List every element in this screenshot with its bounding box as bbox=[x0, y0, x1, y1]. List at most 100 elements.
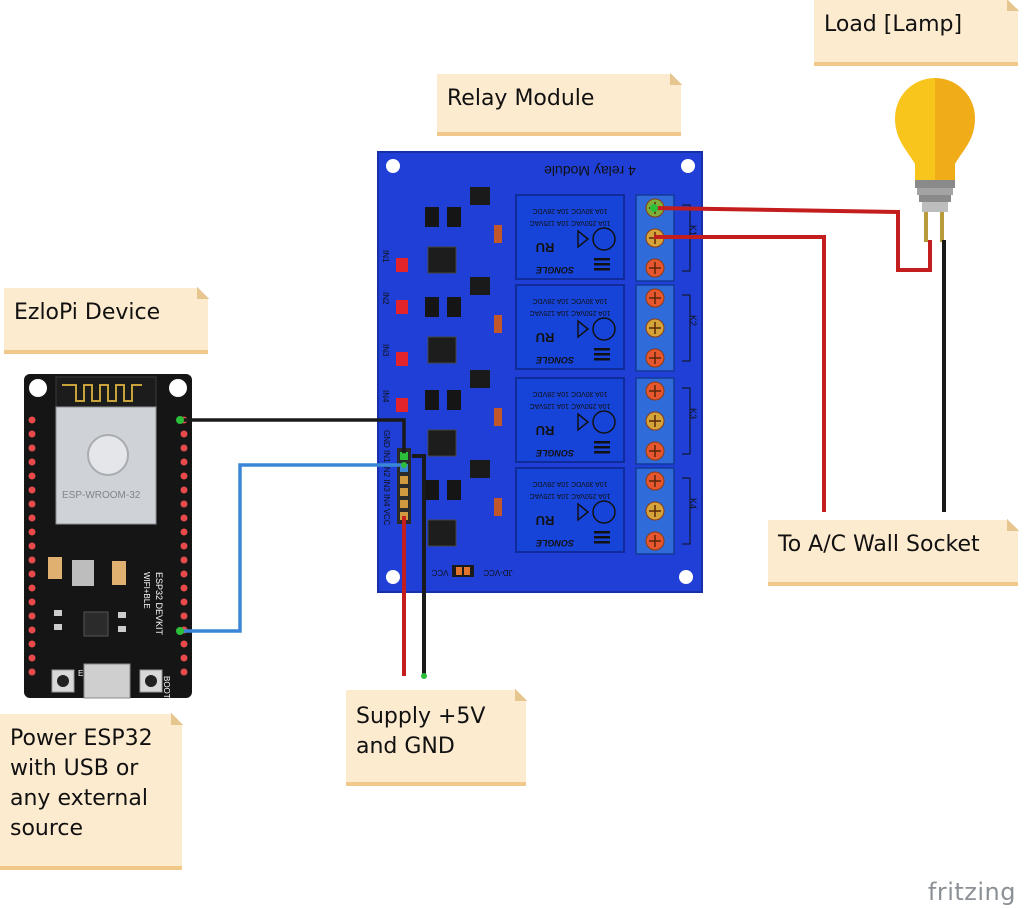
relay-rating: 10A 30VDC 10A 28VDC bbox=[532, 480, 607, 487]
channel-bracket bbox=[682, 387, 691, 455]
wires bbox=[176, 204, 946, 679]
relay-brand: SONGLE bbox=[535, 538, 574, 548]
esp-pin bbox=[180, 472, 188, 480]
note-text: Load [Lamp] bbox=[824, 12, 963, 37]
jumper-vcc-label: VCC bbox=[431, 568, 448, 577]
espressif-logo-icon bbox=[87, 434, 129, 476]
ru-mark: RU bbox=[536, 513, 555, 528]
esp-pin bbox=[28, 528, 36, 536]
ru-mark: RU bbox=[536, 240, 555, 255]
esp-pin bbox=[28, 570, 36, 578]
smd-part bbox=[447, 297, 461, 317]
logo-stripe bbox=[594, 348, 610, 351]
logo-stripe bbox=[594, 451, 610, 454]
relay-channel-label: K2 bbox=[688, 315, 698, 326]
input-led bbox=[396, 352, 408, 366]
board-name: ESP32 DEVKIT bbox=[154, 572, 164, 636]
vcc-jumper bbox=[452, 565, 474, 577]
esp-pin bbox=[180, 542, 188, 550]
mount-hole bbox=[386, 159, 400, 173]
esp-pin bbox=[28, 598, 36, 606]
relay-rating: 10A 250VAC 10A 125VAC bbox=[529, 492, 610, 499]
note-load-lamp: Load [Lamp] bbox=[814, 0, 1019, 66]
smd-part bbox=[447, 207, 461, 227]
esp-pin bbox=[28, 654, 36, 662]
optocoupler bbox=[427, 429, 457, 457]
note-text: Supply +5V and GND bbox=[356, 704, 486, 759]
esp-pin bbox=[28, 472, 36, 480]
cqc-mark-icon bbox=[592, 317, 616, 341]
esp-pin bbox=[180, 640, 188, 648]
wire-relay-no-to-socket bbox=[654, 235, 826, 512]
logo-stripe bbox=[594, 531, 610, 534]
header-pin-labels: GND IN1 IN2 IN3 IN4 VCC bbox=[382, 430, 391, 526]
cqc-mark-icon bbox=[592, 227, 616, 251]
esp-left-pin-header bbox=[28, 416, 36, 676]
note-power-esp32: Power ESP32 with USB or any external sou… bbox=[0, 713, 183, 870]
wire-relay-com-to-lamp bbox=[653, 206, 932, 272]
input-label: IN4 bbox=[381, 390, 390, 403]
transistor bbox=[470, 277, 490, 295]
logo-stripe bbox=[594, 263, 610, 266]
relay-channel-label: K4 bbox=[688, 498, 698, 509]
logo-stripe bbox=[594, 441, 610, 444]
boot-label: BOOT bbox=[162, 676, 171, 699]
esp-pin bbox=[180, 570, 188, 578]
logo-stripe bbox=[594, 446, 610, 449]
transistor bbox=[470, 187, 490, 205]
esp-pin bbox=[28, 500, 36, 508]
en-button-cap bbox=[57, 675, 69, 687]
triangle-mark-icon bbox=[577, 412, 590, 432]
wire-signal-blue bbox=[180, 463, 404, 633]
mount-hole bbox=[679, 570, 693, 584]
esp-pin bbox=[28, 430, 36, 438]
esp-pin bbox=[28, 584, 36, 592]
smd-part bbox=[425, 390, 439, 410]
input-label: IN2 bbox=[381, 292, 390, 305]
esp-pin bbox=[28, 556, 36, 564]
note-supply: Supply +5V and GND bbox=[346, 689, 527, 786]
esp-pin bbox=[180, 458, 188, 466]
esp-pin bbox=[28, 640, 36, 648]
relay-board-title: 4 relay Module bbox=[544, 163, 636, 179]
logo-stripe bbox=[594, 541, 610, 544]
relay-rating: 10A 30VDC 10A 28VDC bbox=[532, 390, 607, 397]
transistor bbox=[470, 370, 490, 388]
fritzing-logo: fritzing bbox=[927, 878, 1016, 906]
smd-part bbox=[447, 480, 461, 500]
cqc-mark-icon bbox=[592, 500, 616, 524]
input-led bbox=[396, 258, 408, 272]
optocoupler bbox=[427, 246, 457, 274]
relay-rating: 10A 30VDC 10A 28VDC bbox=[532, 297, 607, 304]
esp-pin bbox=[28, 612, 36, 620]
esp-pin bbox=[180, 430, 188, 438]
esp-pin bbox=[28, 416, 36, 424]
board-subtitle: WIFI+BLE bbox=[142, 572, 151, 609]
esp-pin bbox=[180, 528, 188, 536]
wire-supply-gnd-black bbox=[412, 454, 426, 676]
note-ezlopi-device: EzloPi Device bbox=[4, 287, 209, 354]
esp-pin bbox=[180, 612, 188, 620]
esp-pin bbox=[28, 486, 36, 494]
note-text: EzloPi Device bbox=[14, 300, 161, 325]
wire-end bbox=[650, 204, 658, 212]
triangle-mark-icon bbox=[577, 319, 590, 339]
wire-end bbox=[176, 416, 184, 424]
relay-brand: SONGLE bbox=[535, 448, 574, 458]
esp-pin bbox=[28, 444, 36, 452]
optocoupler bbox=[427, 336, 457, 364]
ru-mark: RU bbox=[536, 330, 555, 345]
note-wall-socket: To A/C Wall Socket bbox=[768, 519, 1019, 586]
resistor bbox=[494, 408, 502, 426]
resistor bbox=[494, 498, 502, 516]
wire-end bbox=[176, 627, 184, 635]
esp-pin bbox=[28, 458, 36, 466]
note-relay-module: Relay Module bbox=[437, 73, 682, 136]
smd-part bbox=[425, 207, 439, 227]
note-text: To A/C Wall Socket bbox=[778, 532, 980, 557]
boot-button-cap bbox=[145, 675, 157, 687]
logo-stripe bbox=[594, 353, 610, 356]
wire-end bbox=[401, 453, 407, 459]
